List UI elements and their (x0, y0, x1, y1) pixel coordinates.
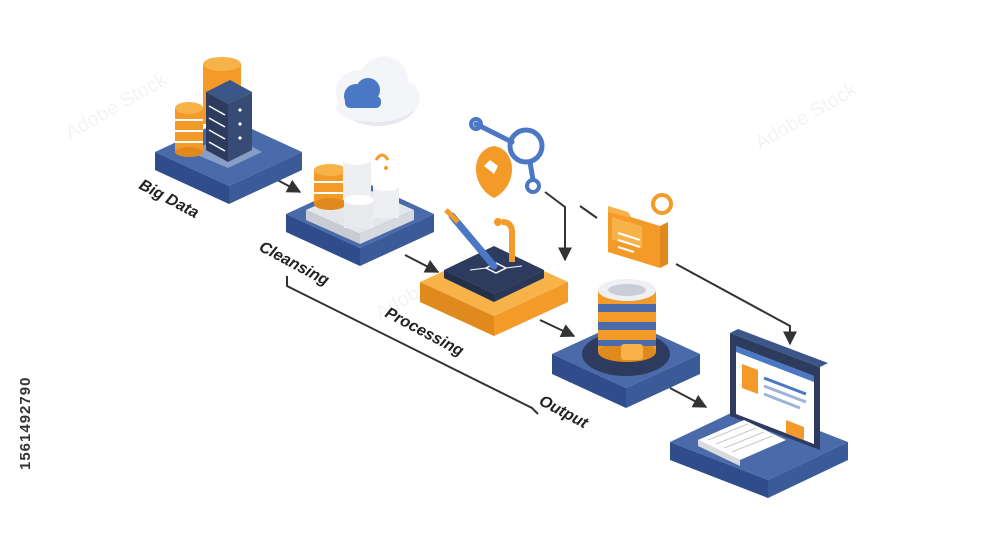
browser-window-icon (736, 346, 814, 444)
label-output: Output (536, 393, 591, 433)
magnifier-icon (469, 117, 545, 194)
funnel-tool-icon (444, 208, 515, 270)
server-icon (206, 80, 252, 162)
processing-platform (420, 246, 568, 336)
side-id-text: 1561492790 (17, 377, 34, 470)
keyboard-icon (698, 420, 786, 466)
connector-arrows (267, 174, 797, 415)
svg-text:Adobe Stock: Adobe Stock (752, 78, 862, 154)
database-icon (598, 279, 656, 362)
svg-text:Adobe Stock: Adobe Stock (62, 68, 172, 144)
database-icon (314, 153, 399, 228)
cloud-icon (336, 56, 420, 126)
location-pin-icon (476, 146, 512, 198)
folder-icon (608, 193, 673, 268)
